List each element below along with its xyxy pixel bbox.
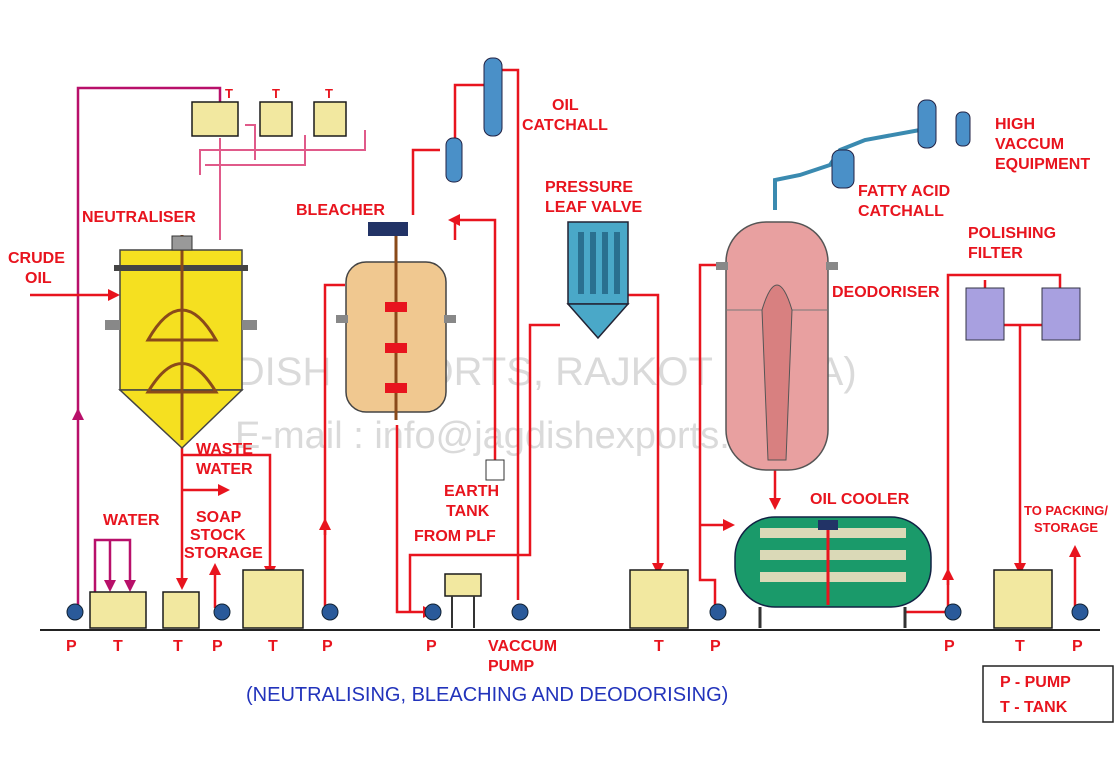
legend-pump: P - PUMP	[1000, 674, 1071, 691]
soap-stock-tank	[242, 569, 304, 629]
high-vacuum-equipment	[831, 99, 971, 189]
ground-label: P	[66, 638, 77, 655]
earth-tank-feed	[444, 573, 482, 597]
oil-cooler-label: OIL COOLER	[810, 491, 910, 508]
ground-label: P	[426, 638, 437, 655]
crude-oil-label-2: OIL	[25, 270, 52, 287]
legend-tank: T - TANK	[1000, 699, 1068, 716]
soap-stock-label-1: SOAP	[196, 509, 242, 526]
high-vaccum-label-3: EQUIPMENT	[995, 156, 1090, 173]
water-label: WATER	[103, 512, 160, 529]
bleacher-label: BLEACHER	[296, 202, 385, 219]
ground-labels: P T T P T P P T P P T P	[66, 638, 1083, 655]
ground-label: P	[212, 638, 223, 655]
soap-stock-label-3: STORAGE	[184, 545, 263, 562]
earth-tank-label-1: EARTH	[444, 483, 499, 500]
magenta-pipes	[72, 86, 366, 608]
filtered-oil-tank	[629, 569, 689, 629]
earth-tank-label-2: TANK	[446, 503, 490, 520]
bleacher-vessel	[336, 222, 456, 420]
water-tank	[89, 591, 147, 629]
pressure-leaf-label-1: PRESSURE	[545, 179, 633, 196]
oil-catchall-label-2: CATCHALL	[522, 117, 608, 134]
polishing-filter-label-1: POLISHING	[968, 225, 1056, 242]
soap-stock-label-2: STOCK	[190, 527, 246, 544]
pressure-leaf-valve	[566, 221, 630, 340]
waste-water-label-2: WATER	[196, 461, 253, 478]
ground-label: P	[710, 638, 721, 655]
ground-tanks	[89, 459, 1053, 629]
fatty-acid-label-1: FATTY ACID	[858, 183, 950, 200]
waste-tank	[162, 591, 200, 629]
to-packing-label-1: TO PACKING/	[1024, 503, 1108, 518]
vaccum-pump-label-1: VACCUM	[488, 638, 557, 655]
neutraliser-vessel	[105, 235, 257, 450]
top-tank-label-2: T	[272, 86, 280, 101]
ground-label: T	[173, 638, 183, 655]
pressure-leaf-label-2: LEAF VALVE	[545, 199, 643, 216]
ground-label: T	[654, 638, 664, 655]
top-tank-3	[313, 101, 347, 137]
oil-cooler	[734, 516, 932, 628]
oil-catchall-towers	[445, 57, 503, 183]
top-tank-label-1: T	[225, 86, 233, 101]
from-plf-label: FROM PLF	[414, 528, 496, 545]
pumps	[66, 603, 1089, 621]
earth-tank	[485, 459, 505, 481]
ground-label: T	[1015, 638, 1025, 655]
top-tank-1	[191, 101, 239, 137]
vaccum-pump-label-2: PUMP	[488, 658, 535, 675]
packing-tank	[993, 569, 1053, 629]
high-vaccum-label-2: VACCUM	[995, 136, 1064, 153]
polishing-filter-label-2: FILTER	[968, 245, 1023, 262]
diagram-caption: (NEUTRALISING, BLEACHING AND DEODORISING…	[246, 684, 728, 706]
deodoriser-label: DEODORISER	[832, 284, 940, 301]
fatty-acid-label-2: CATCHALL	[858, 203, 944, 220]
top-tanks: T T T	[191, 86, 347, 137]
red-pipes	[30, 68, 1081, 618]
top-tank-2	[259, 101, 293, 137]
ground-label: T	[113, 638, 123, 655]
ground-label: P	[1072, 638, 1083, 655]
polishing-filters	[965, 287, 1081, 341]
ground-label: P	[322, 638, 333, 655]
ground-label: T	[268, 638, 278, 655]
to-packing-label-2: STORAGE	[1034, 520, 1098, 535]
ground-label: P	[944, 638, 955, 655]
top-tank-label-3: T	[325, 86, 333, 101]
neutraliser-label: NEUTRALISER	[82, 209, 196, 226]
waste-water-label-1: WASTE	[196, 441, 253, 458]
legend: P - PUMP T - TANK	[982, 665, 1114, 723]
high-vaccum-label-1: HIGH	[995, 116, 1035, 133]
oil-catchall-label-1: OIL	[552, 97, 579, 114]
crude-oil-label-1: CRUDE	[8, 250, 65, 267]
deodoriser-vessel	[716, 221, 838, 471]
